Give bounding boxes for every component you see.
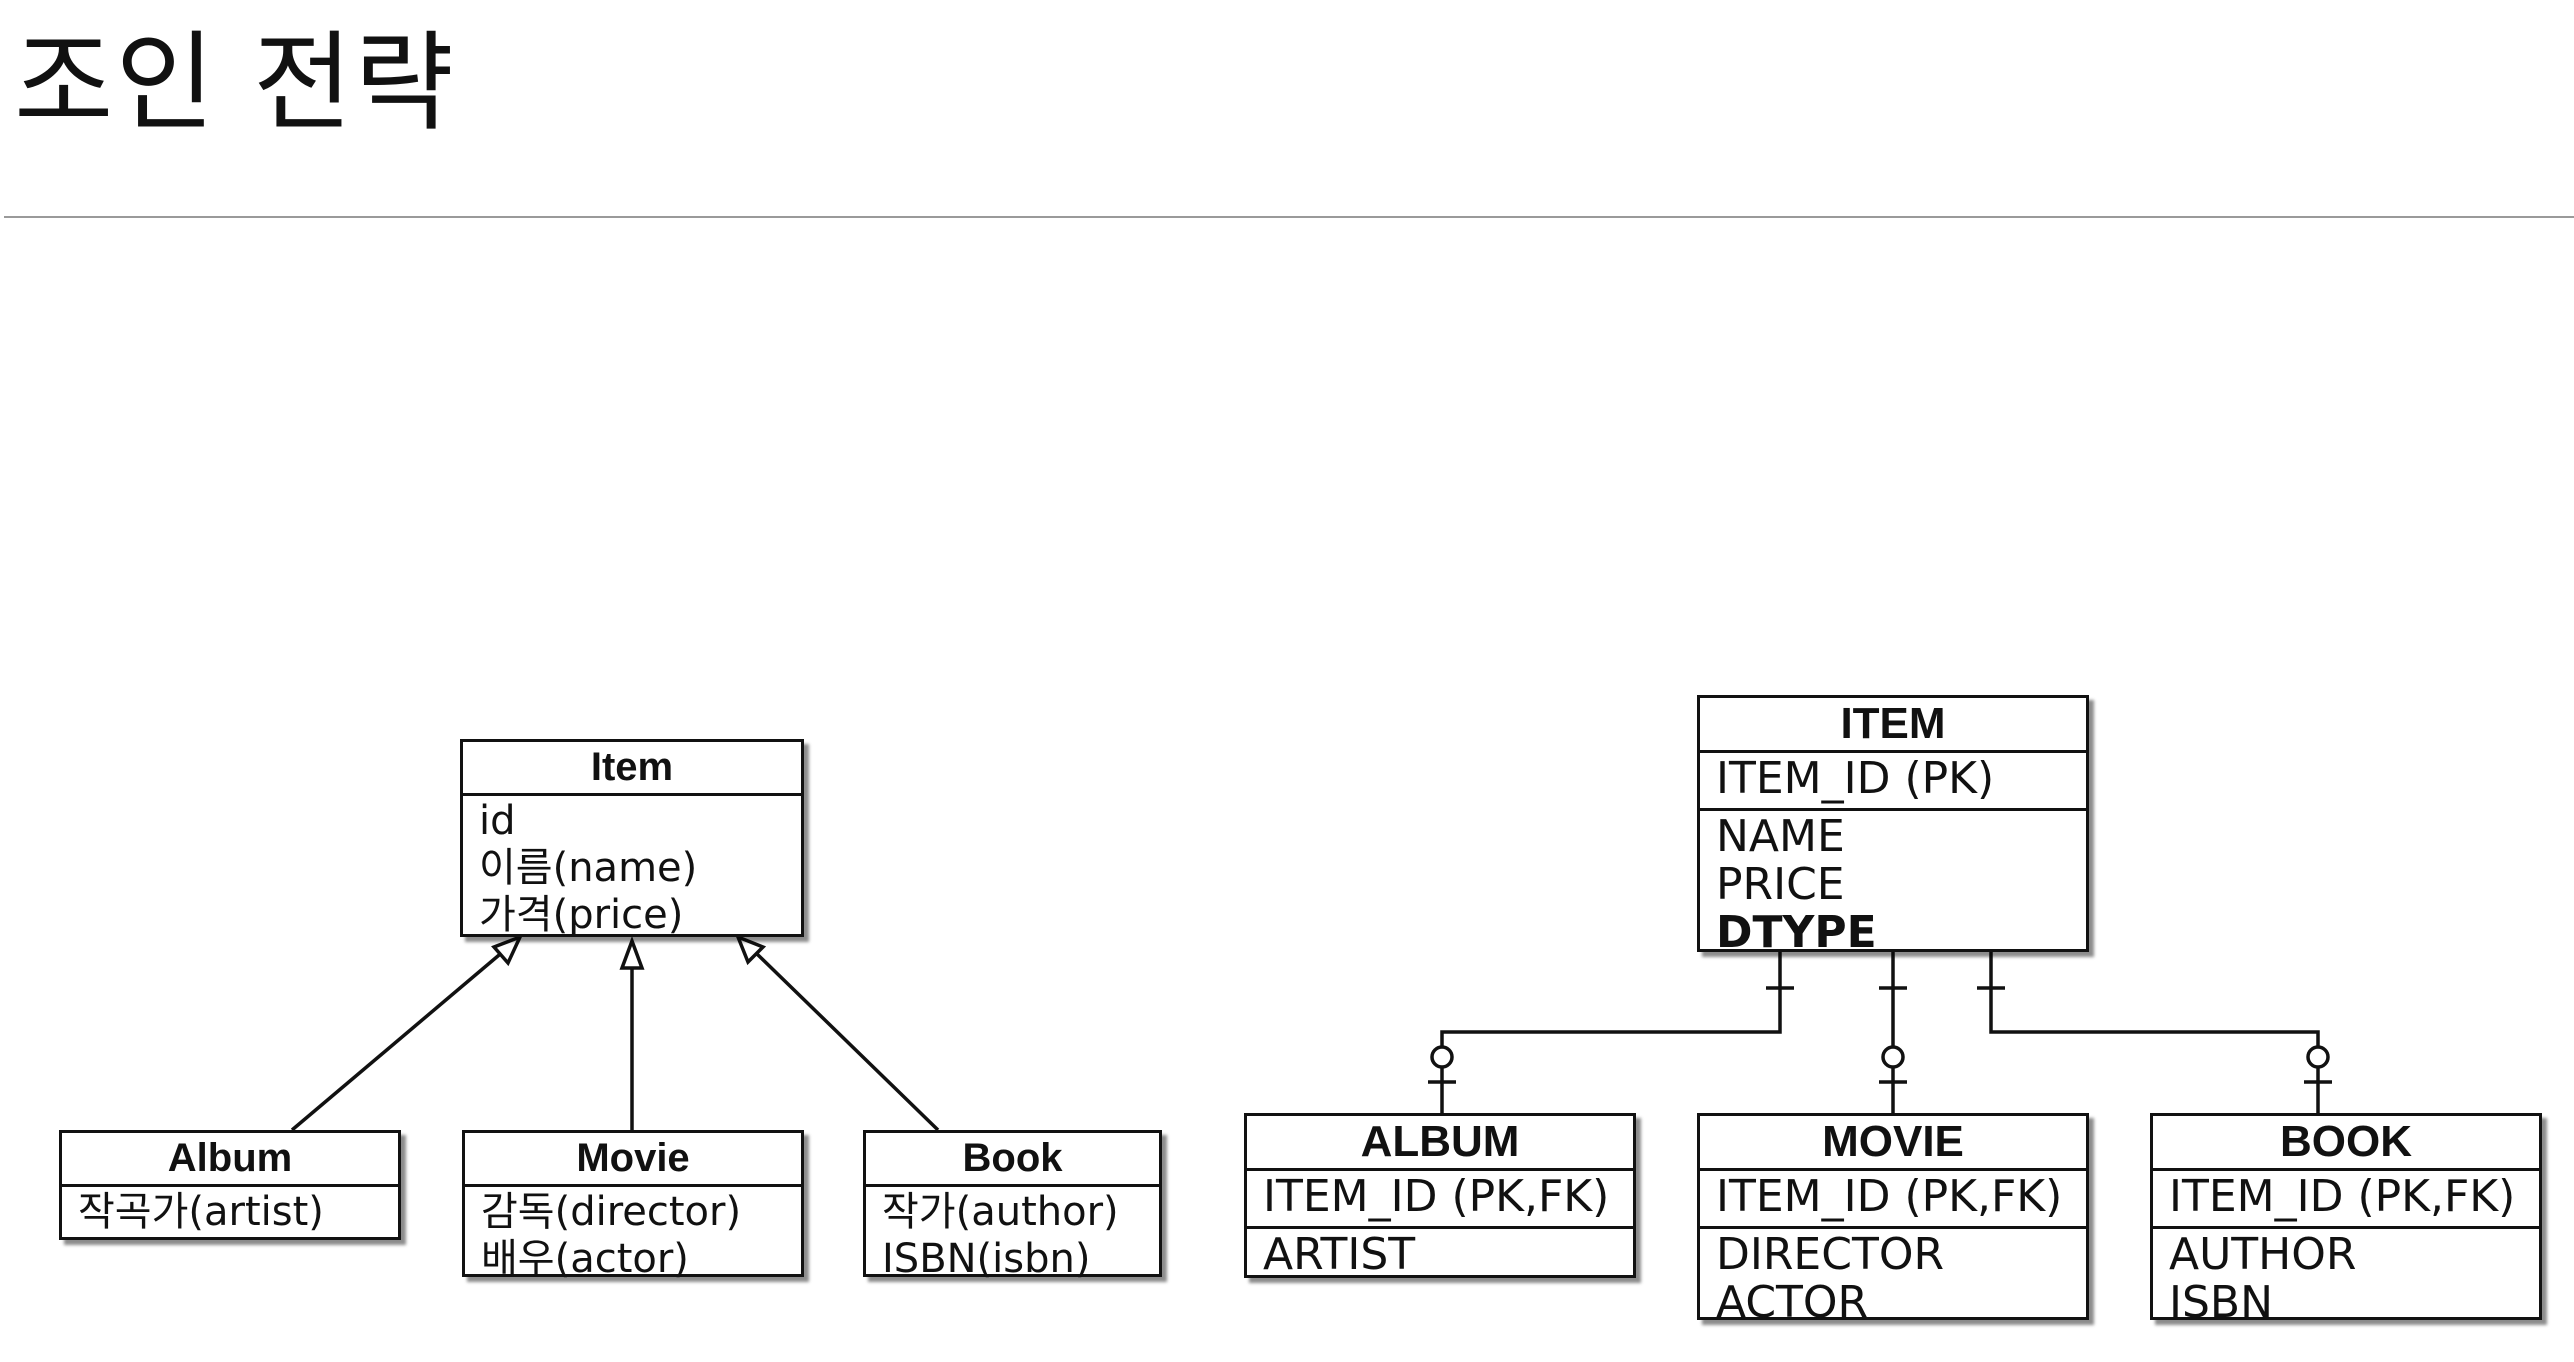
album-to-item-line (290, 948, 507, 1132)
table-item-key: ITEM_ID (PK) (1716, 753, 1995, 804)
album-zero-icon (1430, 1045, 1454, 1069)
title-divider (4, 216, 2574, 218)
table-book-column: AUTHOR (2169, 1229, 2357, 1280)
table-movie-column: DIRECTOR (1716, 1229, 1945, 1280)
class-movie: Movie 감독(director) 배우(actor) (462, 1130, 804, 1282)
generalization-arrows (290, 933, 940, 1132)
table-album-keys: ITEM_ID (PK,FK) (1247, 1171, 1633, 1226)
table-book: BOOK ITEM_ID (PK,FK) AUTHOR ISBN (2150, 1113, 2542, 1327)
movie-arrowhead-icon (619, 935, 645, 970)
class-item: Item id 이름(name) 가격(price) (460, 739, 804, 939)
class-book-name: Book (866, 1133, 1159, 1187)
table-book-name: BOOK (2153, 1116, 2539, 1171)
table-item-columns: NAME PRICE DTYPE (1700, 808, 2086, 957)
class-book-attr: ISBN(isbn) (882, 1236, 1091, 1282)
table-movie-keys: ITEM_ID (PK,FK) (1700, 1171, 2086, 1226)
table-book-columns: AUTHOR ISBN (2153, 1226, 2539, 1327)
class-item-attr: 가격(price) (479, 892, 684, 938)
table-item-name: ITEM (1700, 698, 2086, 753)
table-album: ALBUM ITEM_ID (PK,FK) ARTIST (1244, 1113, 1636, 1279)
table-item-column: NAME (1716, 811, 1845, 862)
class-movie-attr: 배우(actor) (481, 1236, 689, 1282)
table-book-key: ITEM_ID (PK,FK) (2169, 1171, 2516, 1222)
class-album-attributes: 작곡가(artist) (62, 1187, 398, 1236)
table-album-column: ARTIST (1263, 1229, 1416, 1279)
table-item-keys: ITEM_ID (PK) (1700, 753, 2086, 808)
page-title: 조인 전략 (14, 21, 456, 146)
class-book: Book 작가(author) ISBN(isbn) (863, 1130, 1162, 1282)
table-movie-column: ACTOR (1716, 1277, 1869, 1327)
table-movie-key: ITEM_ID (PK,FK) (1716, 1171, 2063, 1222)
class-movie-name: Movie (465, 1133, 801, 1187)
class-album: Album 작곡가(artist) (59, 1130, 401, 1240)
class-movie-attributes: 감독(director) 배우(actor) (465, 1187, 801, 1283)
table-book-column: ISBN (2169, 1277, 2274, 1327)
item-book-relation (1989, 952, 2320, 1113)
album-arrowhead-icon (491, 933, 524, 967)
class-album-attr: 작곡가(artist) (78, 1189, 324, 1235)
class-album-name: Album (62, 1133, 398, 1187)
table-item-column-dtype: DTYPE (1716, 907, 1877, 957)
class-item-name: Item (463, 742, 801, 796)
table-album-columns: ARTIST (1247, 1226, 1633, 1279)
class-item-attributes: id 이름(name) 가격(price) (463, 796, 801, 939)
table-album-name: ALBUM (1247, 1116, 1633, 1171)
item-album-relation (1440, 952, 1782, 1113)
table-item-column: PRICE (1716, 859, 1845, 910)
book-arrowhead-icon (734, 933, 767, 966)
table-movie: MOVIE ITEM_ID (PK,FK) DIRECTOR ACTOR (1697, 1113, 2089, 1327)
erd-relationships (1428, 952, 2332, 1113)
book-zero-icon (2306, 1045, 2330, 1069)
book-to-item-line (753, 950, 940, 1132)
table-book-keys: ITEM_ID (PK,FK) (2153, 1171, 2539, 1226)
table-movie-columns: DIRECTOR ACTOR (1700, 1226, 2086, 1327)
class-movie-attr: 감독(director) (481, 1189, 742, 1235)
class-item-attr: id (479, 798, 516, 844)
table-movie-name: MOVIE (1700, 1116, 2086, 1171)
class-book-attr: 작가(author) (882, 1189, 1119, 1235)
movie-zero-icon (1881, 1045, 1905, 1069)
class-book-attributes: 작가(author) ISBN(isbn) (866, 1187, 1159, 1283)
table-item: ITEM ITEM_ID (PK) NAME PRICE DTYPE (1697, 695, 2089, 957)
table-album-key: ITEM_ID (PK,FK) (1263, 1171, 1610, 1222)
class-item-attr: 이름(name) (479, 845, 698, 891)
